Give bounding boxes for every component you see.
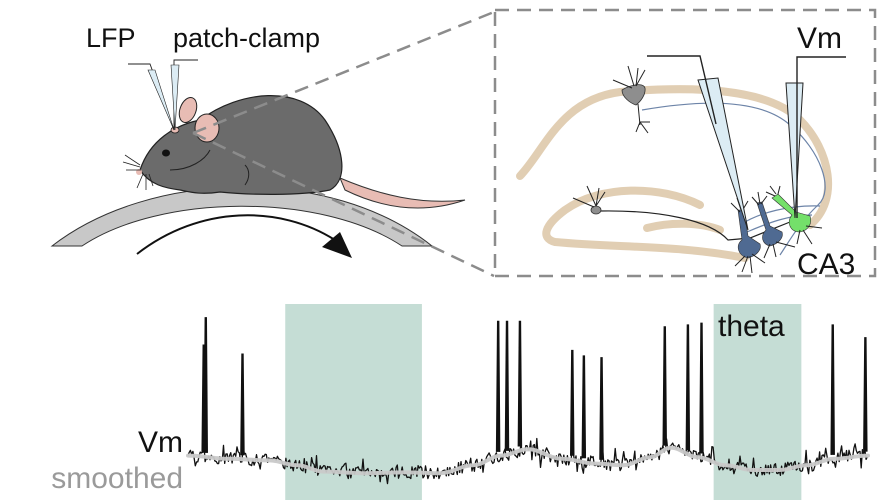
rotation-arrow [136, 214, 336, 255]
patch-pipette [785, 56, 846, 219]
patch-clamp-electrode [170, 59, 198, 131]
spike-8 [599, 357, 604, 460]
mouse-nose [136, 169, 142, 175]
spike-2 [240, 353, 245, 456]
spike-11 [699, 322, 704, 454]
vm-trace-chart: theta Vm smoothed [51, 304, 870, 500]
smoothed-trace-line [186, 445, 870, 476]
hippocampus-inset: Vm CA3 [493, 8, 877, 281]
spike-1 [201, 344, 206, 453]
lfp-pipette [647, 55, 749, 231]
spike-13 [863, 337, 868, 452]
dentate-gyrus-inner [643, 219, 724, 234]
blue-neuron-2 [751, 191, 796, 259]
dentate-gyrus [542, 186, 749, 262]
trace-vm-label: Vm [138, 426, 183, 459]
ca3-label: CA3 [797, 248, 855, 281]
spike-12 [830, 324, 835, 455]
spike-9 [662, 326, 667, 446]
spike-5 [517, 320, 523, 447]
mouse-ear-front [194, 113, 220, 143]
spike-10 [685, 324, 691, 451]
zoom-connector [192, 10, 495, 278]
gray-neuron-dg [572, 185, 606, 215]
mouse-body [139, 95, 343, 195]
spike-3 [495, 320, 501, 452]
lfp-electrode [128, 63, 175, 131]
whiskers [122, 154, 154, 190]
spikes [201, 317, 868, 460]
gray-neuron-ca1 [612, 65, 650, 134]
ca-layer [516, 85, 833, 229]
mouse-illustration: LFP patch-clamp [50, 23, 466, 258]
theta-label: theta [718, 310, 785, 343]
trace-smoothed-label: smoothed [51, 462, 183, 495]
patch-clamp-label: patch-clamp [173, 23, 320, 53]
vm-inset-label: Vm [797, 22, 842, 55]
spike-7 [581, 355, 587, 459]
spike-6 [570, 349, 575, 456]
inset-frame [493, 8, 877, 278]
mouse-tail [339, 177, 466, 209]
lfp-label: LFP [86, 23, 136, 53]
rotation-arrowhead-icon [322, 232, 352, 258]
spike-4 [504, 320, 510, 451]
mouse-ear-back [178, 96, 198, 124]
green-neuron-recorded [765, 185, 823, 245]
mouse-eye [162, 149, 170, 157]
